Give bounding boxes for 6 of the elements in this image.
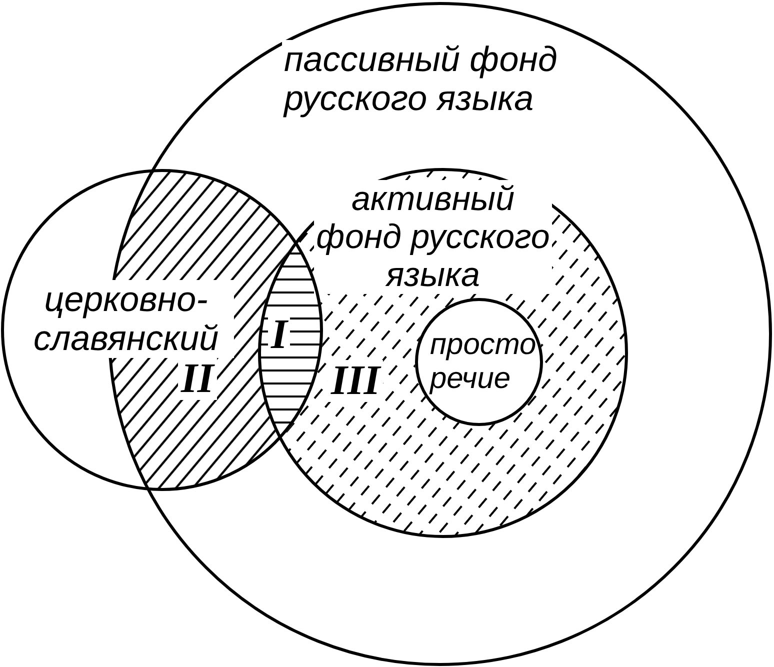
set-label: активный фонд русского языка: [314, 180, 552, 294]
set-circle: [415, 298, 543, 426]
set-label: просто речие: [428, 328, 536, 396]
region-numeral: II: [178, 358, 217, 400]
region-numeral: III: [328, 360, 384, 402]
set-circle: [258, 168, 628, 538]
